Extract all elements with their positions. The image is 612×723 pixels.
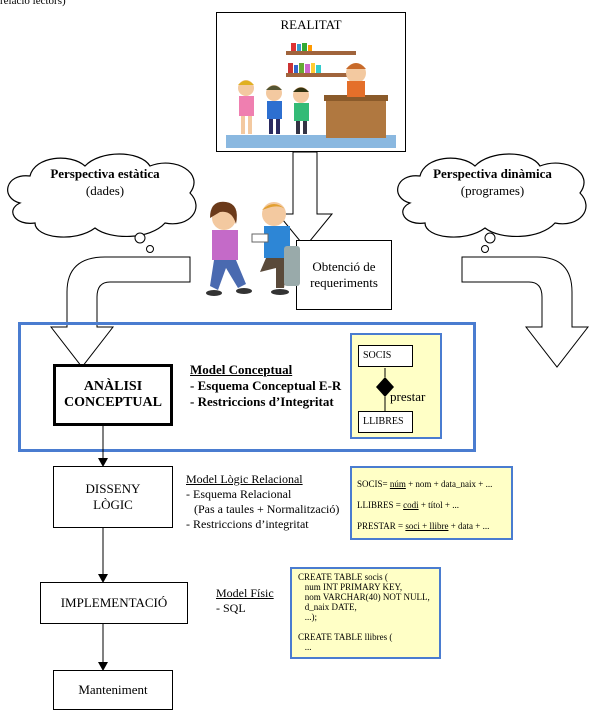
physical-model-title: Model Físic [216, 586, 274, 600]
schema-prestar-key: soci + llibre [405, 521, 449, 531]
logical-item-3: - Restriccions d’integritat [186, 517, 309, 531]
sql-line [298, 622, 433, 632]
physical-item-1: - SQL [216, 601, 246, 615]
dynamic-perspective-title: Perspectiva dinàmica [433, 166, 552, 181]
er-relationship-graph [376, 368, 394, 411]
logical-item-1: - Esquema Relacional [186, 487, 292, 501]
interview-illustration [206, 201, 300, 296]
requirements-line2: requeriments [310, 275, 378, 290]
conceptual-box-line2: CONCEPTUAL [63, 395, 162, 410]
dynamic-perspective-cloud [397, 153, 587, 253]
sql-line: CREATE TABLE socis ( [298, 572, 388, 582]
maintenance-box: Manteniment [53, 670, 173, 710]
sql-line: ... [298, 642, 312, 652]
er-relation-prestar: prestar [390, 389, 426, 404]
library-scene-illustration [226, 43, 396, 148]
implementation-box: IMPLEMENTACIÓ [40, 582, 188, 624]
logical-box-line2: LÒGIC [93, 497, 133, 512]
logical-design-box: DISSENY LÒGIC [53, 466, 173, 528]
schema-llibres-key: codi [403, 500, 419, 510]
schema-socis: SOCIS= núm + nom + data_naix + ... [357, 479, 493, 489]
er-diagram-box: SOCIS prestar LLIBRES [350, 333, 442, 439]
relational-schema-box: SOCIS= núm + nom + data_naix + ... LLIBR… [350, 466, 513, 540]
er-entity-socis: SOCIS [358, 345, 413, 367]
conceptual-item-2: - Restriccions d’Integritat [190, 394, 334, 409]
conceptual-model-title: Model Conceptual [190, 362, 293, 377]
arrow-conceptual-to-logical [98, 426, 108, 467]
static-perspective-cloud [7, 153, 197, 253]
logical-model-title: Model Lògic Relacional [186, 472, 303, 486]
sql-code-box: CREATE TABLE socis ( num INT PRIMARY KEY… [290, 567, 441, 659]
physical-model-text: Model Físic - SQL [216, 586, 274, 616]
realitat-title: REALITAT [280, 17, 342, 32]
static-perspective-subtitle: (dades) [85, 183, 125, 198]
conceptual-box-line1: ANÀLISI [83, 379, 143, 394]
schema-prestar: PRESTAR = soci + llibre + data + ... [357, 521, 490, 531]
sql-line: ...); [298, 612, 317, 622]
conceptual-stage-frame [18, 322, 476, 452]
conceptual-analysis-box: ANÀLISI CONCEPTUAL [53, 364, 173, 426]
requirements-line1: Obtenció de [312, 259, 376, 274]
dynamic-curved-arrow [461, 256, 590, 368]
dynamic-perspective-subtitle: (programes) [460, 183, 525, 198]
sql-line: CREATE TABLE llibres ( [298, 632, 393, 642]
logical-item-2: (Pas a taules + Normalització) [194, 502, 340, 516]
top-fragment-text: relació lectors) [0, 0, 66, 7]
schema-llibres: LLIBRES = codi + títol + ... [357, 500, 459, 510]
realitat-down-arrow [276, 151, 334, 248]
logical-model-text: Model Lògic Relacional - Esquema Relacio… [186, 472, 339, 532]
schema-socis-key: núm [389, 479, 406, 489]
static-perspective-title: Perspectiva estàtica [50, 166, 160, 181]
sql-line: num INT PRIMARY KEY, [298, 582, 403, 592]
conceptual-item-1: - Esquema Conceptual E-R [190, 378, 342, 393]
arrow-implementation-to-maintenance [98, 624, 108, 671]
sql-line: d_naix DATE, [298, 602, 357, 612]
logical-box-line1: DISSENY [85, 481, 141, 496]
conceptual-model-text: Model Conceptual - Esquema Conceptual E-… [190, 362, 341, 410]
arrow-logical-to-implementation [98, 528, 108, 583]
requirements-box: Obtenció de requeriments [296, 240, 392, 310]
sql-line: nom VARCHAR(40) NOT NULL, [298, 592, 430, 602]
er-entity-llibres: LLIBRES [358, 411, 413, 433]
realitat-box: REALITAT [216, 12, 406, 152]
